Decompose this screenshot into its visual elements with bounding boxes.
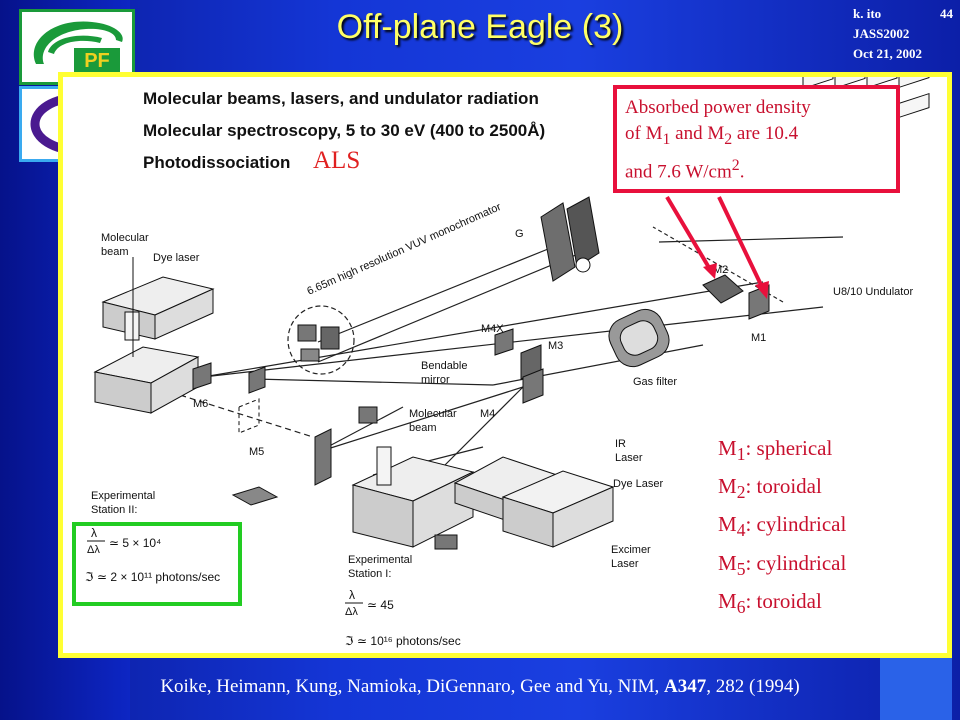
label-beam: beam bbox=[101, 246, 129, 258]
mirror-name: M bbox=[718, 551, 737, 575]
label-m4: M4 bbox=[480, 408, 495, 420]
label-station2-b: Station II: bbox=[91, 504, 137, 516]
note-line-2: of M1 and M2 are 10.4 bbox=[625, 121, 888, 153]
resolution-2: ≃ 45 bbox=[367, 598, 394, 612]
mirror-desc: : toroidal bbox=[745, 474, 821, 498]
label-bendable: Bendable bbox=[421, 360, 468, 372]
label-gas-filter: Gas filter bbox=[633, 376, 677, 388]
mirror-desc: : cylindrical bbox=[745, 551, 846, 575]
page-number: 44 bbox=[940, 4, 953, 24]
flux-symbol-2: ℑ bbox=[345, 634, 353, 648]
citation-text: Koike, Heimann, Kung, Namioka, DiGennaro… bbox=[160, 676, 664, 697]
note-text: and M bbox=[670, 123, 724, 144]
figure-frame: Molecular beams, lasers, and undulator r… bbox=[58, 72, 952, 658]
label-m5: M5 bbox=[249, 446, 264, 458]
date: Oct 21, 2002 bbox=[853, 44, 953, 64]
citation-text: , 282 (1994) bbox=[706, 676, 799, 697]
lambda-2: λ bbox=[349, 588, 355, 602]
mirror-item: M5: cylindrical bbox=[718, 547, 846, 585]
label-m3: M3 bbox=[548, 340, 563, 352]
mirror-item: M2: toroidal bbox=[718, 470, 846, 508]
mirror-desc: : toroidal bbox=[745, 589, 821, 613]
mirror-desc: : cylindrical bbox=[745, 512, 846, 536]
note-text: are 10.4 bbox=[732, 123, 798, 144]
label-m6: M6 bbox=[193, 398, 208, 410]
label-dye-laser: Dye laser bbox=[153, 252, 200, 264]
label-station1-b: Station I: bbox=[348, 568, 391, 580]
mirror-name: M bbox=[718, 474, 737, 498]
label-undulator: U8/10 Undulator bbox=[833, 286, 913, 298]
conference: JASS2002 bbox=[853, 24, 953, 44]
label-molecular-b: Molecular bbox=[409, 408, 457, 420]
dlambda-2: Δλ bbox=[345, 606, 358, 618]
note-sup: 2 bbox=[732, 157, 740, 174]
label-laser: Laser bbox=[615, 452, 643, 464]
label-excimer-laser: Laser bbox=[611, 558, 639, 570]
citation-volume: A347 bbox=[664, 676, 706, 697]
mirror-name: M bbox=[718, 436, 737, 460]
slide-title: Off-plane Eagle (3) bbox=[0, 8, 960, 47]
label-mirror: mirror bbox=[421, 374, 450, 386]
mirror-desc: : spherical bbox=[745, 436, 832, 460]
label-m1: M1 bbox=[751, 332, 766, 344]
note-line-3: and 7.6 W/cm2. bbox=[625, 153, 888, 185]
label-dye-laser-2: Dye Laser bbox=[613, 478, 663, 490]
mirror-name: M bbox=[718, 589, 737, 613]
label-molecular: Molecular bbox=[101, 232, 149, 244]
mirror-item: M6: toroidal bbox=[718, 585, 846, 623]
citation-footer: Koike, Heimann, Kung, Namioka, DiGennaro… bbox=[0, 676, 960, 698]
note-text: of M bbox=[625, 123, 662, 144]
author-row: k. ito 44 bbox=[853, 4, 953, 24]
label-station2-a: Experimental bbox=[91, 490, 155, 502]
label-g: G bbox=[515, 228, 524, 240]
mirror-item: M1: spherical bbox=[718, 432, 846, 470]
label-excimer: Excimer bbox=[611, 544, 651, 556]
mirror-item: M4: cylindrical bbox=[718, 508, 846, 546]
label-station1-a: Experimental bbox=[348, 554, 412, 566]
note-line-1: Absorbed power density bbox=[625, 95, 888, 121]
author: k. ito bbox=[853, 4, 881, 24]
note-sub: 2 bbox=[724, 131, 732, 148]
mirror-list: M1: spherical M2: toroidal M4: cylindric… bbox=[718, 432, 846, 623]
label-ir: IR bbox=[615, 438, 626, 450]
flux-2: ≃ 10¹⁶ photons/sec bbox=[357, 634, 461, 648]
label-beam-b: beam bbox=[409, 422, 437, 434]
note-text: . bbox=[740, 161, 745, 182]
label-m4x: M4X bbox=[481, 323, 504, 335]
power-density-note: Absorbed power density of M1 and M2 are … bbox=[613, 85, 900, 193]
station2-highlight-box bbox=[72, 522, 242, 606]
note-text: and 7.6 W/cm bbox=[625, 161, 732, 182]
label-monochromator: 6.65m high resolution VUV monochromator bbox=[305, 201, 503, 298]
slide-meta: k. ito 44 JASS2002 Oct 21, 2002 bbox=[853, 4, 953, 64]
pf-logo-text: PF bbox=[84, 50, 110, 72]
mirror-name: M bbox=[718, 512, 737, 536]
